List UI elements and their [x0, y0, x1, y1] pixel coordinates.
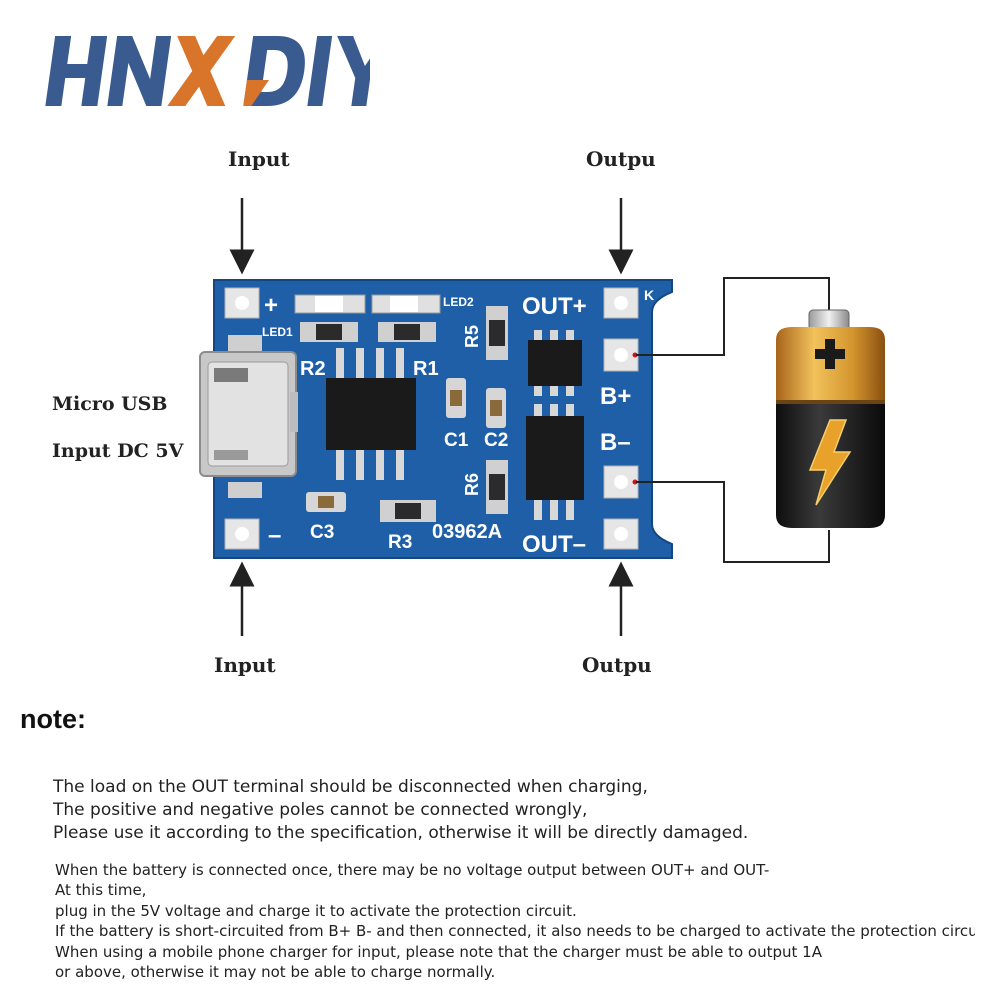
- led2: [371, 294, 441, 314]
- input-label-bottom: Input: [214, 653, 276, 677]
- note-line: Please use it according to the specifica…: [53, 823, 749, 843]
- output-label-bottom: Outpu: [582, 653, 652, 677]
- resistor-r6: [486, 460, 508, 514]
- silk-c3: C3: [310, 522, 334, 543]
- silk-b-plus: B+: [600, 383, 631, 410]
- resistor-r1: [378, 322, 436, 342]
- silk-r5: R5: [462, 325, 482, 348]
- silk-b-minus: B–: [600, 429, 631, 456]
- wire-negative: [632, 479, 830, 563]
- capacitor-c2: [486, 388, 506, 428]
- charger-diagram: + – LED1 LED2 R2 R1 R5 R6 C1 C2 C3 R3 03…: [199, 198, 885, 636]
- silk-code: 03962A: [432, 521, 502, 543]
- resistor-r3: [380, 500, 436, 522]
- note-line: or above, otherwise it may not be able t…: [55, 963, 496, 981]
- capacitor-c3: [306, 492, 346, 512]
- silk-r3: R3: [388, 532, 412, 553]
- resistor-r5: [486, 306, 508, 360]
- note-line: When the battery is connected once, ther…: [55, 861, 770, 879]
- input-dc-label: Input DC 5V: [52, 440, 184, 462]
- silk-led1: LED1: [262, 325, 293, 339]
- ic-protection: [528, 330, 582, 396]
- battery-icon: [776, 309, 885, 528]
- ic-main: [326, 348, 416, 480]
- note-line: The positive and negative poles cannot b…: [53, 800, 588, 820]
- note-line: plug in the 5V voltage and charge it to …: [55, 902, 577, 920]
- wire-positive: [632, 277, 830, 358]
- silk-c2: C2: [484, 430, 508, 451]
- silk-r2: R2: [300, 358, 326, 380]
- silk-minus: –: [268, 522, 281, 549]
- pad-b-minus: [603, 465, 639, 499]
- note-line: If the battery is short-circuited from B…: [55, 922, 975, 940]
- note-heading: note:: [20, 704, 86, 734]
- pad-input-minus: [224, 518, 260, 550]
- micro-usb-label: Micro USB: [52, 393, 168, 415]
- pad-out-plus: [603, 287, 639, 319]
- note-line: The load on the OUT terminal should be d…: [53, 777, 648, 797]
- silk-r6: R6: [462, 473, 482, 496]
- output-label-top: Outpu: [586, 147, 656, 171]
- silk-out-minus: OUT–: [522, 531, 586, 558]
- resistor-r2: [300, 322, 358, 342]
- capacitor-c1: [446, 378, 466, 418]
- silk-led2: LED2: [443, 295, 474, 309]
- input-label-top: Input: [228, 147, 290, 171]
- silk-out-plus: OUT+: [522, 293, 587, 320]
- note-line: At this time,: [55, 881, 147, 899]
- pad-out-minus: [603, 518, 639, 550]
- silk-c1: C1: [444, 430, 469, 451]
- ic-mosfet: [526, 404, 584, 520]
- silk-k: K: [644, 287, 654, 303]
- silk-plus: +: [264, 292, 278, 319]
- hnx-diy-logo: [45, 36, 370, 106]
- silk-r1: R1: [413, 358, 439, 380]
- pad-input-plus: [224, 287, 260, 319]
- led1: [294, 294, 366, 314]
- micro-usb-connector: [199, 335, 298, 498]
- note-line: When using a mobile phone charger for in…: [55, 943, 822, 961]
